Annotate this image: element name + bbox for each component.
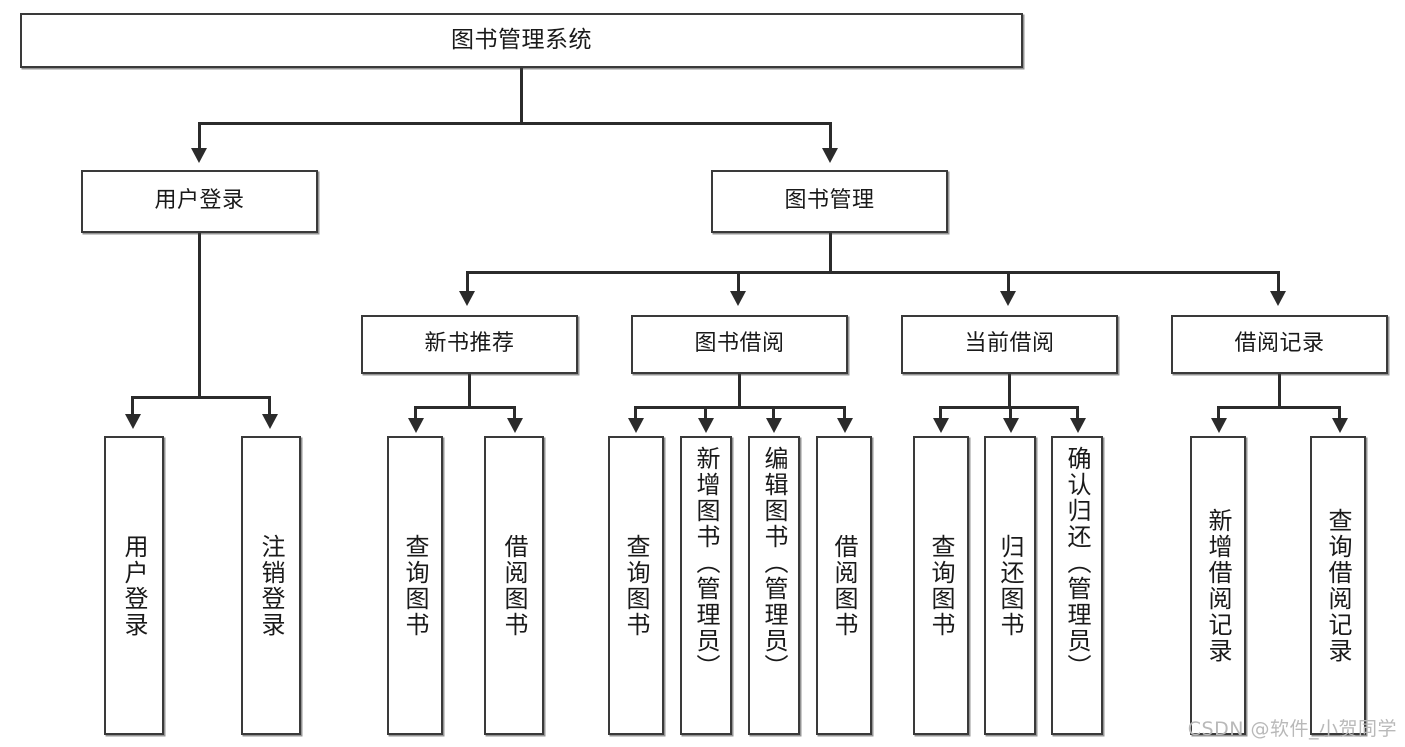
node-leaf-cb-return-book[interactable]: 归还图书 <box>984 436 1036 735</box>
node-book-management[interactable]: 图书管理 <box>711 170 948 233</box>
arrow-root-to-book-mgmt <box>822 148 838 163</box>
edge-user-login-bus <box>131 396 271 399</box>
edge-cb-to-query <box>939 406 942 420</box>
arrow-user-login-to-logout <box>262 414 278 429</box>
arrow-bb-to-add <box>698 418 714 433</box>
node-label: 查询图书 <box>622 533 650 638</box>
node-label: 图书管理 <box>784 188 875 214</box>
edge-borrow-record-bus <box>1217 406 1341 409</box>
arrow-nbr-to-query <box>408 418 424 433</box>
arrow-bb-to-query <box>628 418 644 433</box>
arrow-cb-to-return <box>1003 418 1019 433</box>
edge-to-new-book-rec <box>466 271 469 293</box>
node-leaf-cb-confirm-return-admin[interactable]: 确认归还（管理员） <box>1051 436 1103 735</box>
edge-new-book-rec-stem <box>468 374 471 408</box>
node-current-borrow[interactable]: 当前借阅 <box>901 315 1118 374</box>
arrow-to-book-borrow <box>730 291 746 306</box>
arrow-cb-to-confirm <box>1070 418 1086 433</box>
node-label: 查询借阅记录 <box>1324 507 1352 664</box>
node-book-borrow[interactable]: 图书借阅 <box>631 315 848 374</box>
node-label: 当前借阅 <box>964 331 1055 357</box>
edge-to-book-borrow <box>737 271 740 293</box>
node-leaf-user-login[interactable]: 用户登录 <box>104 436 164 735</box>
edge-book-mgmt-bus <box>466 271 1280 274</box>
edge-root-stem <box>520 68 523 122</box>
node-leaf-bb-add-book-admin[interactable]: 新增图书（管理员） <box>680 436 732 735</box>
node-label: 借阅记录 <box>1234 331 1325 357</box>
node-leaf-br-add-record[interactable]: 新增借阅记录 <box>1190 436 1246 735</box>
node-label: 新增借阅记录 <box>1204 507 1232 664</box>
watermark-text: CSDN @软件_小贺同学 <box>1187 718 1397 740</box>
node-leaf-bb-borrow-book[interactable]: 借阅图书 <box>816 436 872 735</box>
node-label: 借阅图书 <box>500 533 528 638</box>
node-leaf-bb-edit-book-admin[interactable]: 编辑图书（管理员） <box>748 436 800 735</box>
node-leaf-nbr-query-book[interactable]: 查询图书 <box>387 436 443 735</box>
edge-cb-to-confirm <box>1076 406 1079 420</box>
edge-to-current-borrow <box>1007 271 1010 293</box>
node-label: 图书管理系统 <box>451 26 592 53</box>
edge-book-borrow-stem <box>738 374 741 408</box>
node-label: 注销登录 <box>257 533 285 638</box>
edge-user-login-stem <box>198 233 201 396</box>
node-leaf-user-logout[interactable]: 注销登录 <box>241 436 301 735</box>
edge-bb-to-add <box>704 406 707 420</box>
edge-br-to-add <box>1217 406 1220 420</box>
edge-to-borrow-record <box>1277 271 1280 293</box>
node-label: 编辑图书（管理员） <box>760 446 788 680</box>
edge-bb-to-edit <box>772 406 775 420</box>
arrow-br-to-query <box>1332 418 1348 433</box>
arrow-cb-to-query <box>933 418 949 433</box>
node-leaf-bb-query-book[interactable]: 查询图书 <box>608 436 664 735</box>
node-label: 归还图书 <box>996 533 1024 638</box>
edge-root-to-book-mgmt <box>829 122 832 150</box>
edge-borrow-record-stem <box>1278 374 1281 408</box>
node-label: 图书借阅 <box>694 331 785 357</box>
node-label: 用户登录 <box>154 188 245 214</box>
edge-bb-to-borrow <box>843 406 846 420</box>
edge-root-bus <box>198 122 832 125</box>
node-leaf-br-query-record[interactable]: 查询借阅记录 <box>1310 436 1366 735</box>
edge-root-to-user-login <box>198 122 201 150</box>
node-label: 新书推荐 <box>424 331 515 357</box>
arrow-br-to-add <box>1211 418 1227 433</box>
arrow-bb-to-borrow <box>837 418 853 433</box>
edge-current-borrow-stem <box>1008 374 1011 408</box>
node-user-login[interactable]: 用户登录 <box>81 170 318 233</box>
edge-book-mgmt-stem <box>829 233 832 273</box>
node-leaf-nbr-borrow-book[interactable]: 借阅图书 <box>484 436 544 735</box>
edge-new-book-rec-bus <box>414 406 516 409</box>
node-label: 新增图书（管理员） <box>692 446 720 680</box>
edge-nbr-to-borrow <box>513 406 516 420</box>
arrow-to-current-borrow <box>1000 291 1016 306</box>
arrow-to-borrow-record <box>1270 291 1286 306</box>
node-leaf-cb-query-book[interactable]: 查询图书 <box>913 436 969 735</box>
arrow-nbr-to-borrow <box>507 418 523 433</box>
node-label: 确认归还（管理员） <box>1063 446 1091 680</box>
node-new-book-recommend[interactable]: 新书推荐 <box>361 315 578 374</box>
arrow-bb-to-edit <box>766 418 782 433</box>
edge-bb-to-query <box>634 406 637 420</box>
node-label: 借阅图书 <box>830 533 858 638</box>
node-label: 用户登录 <box>120 533 148 638</box>
node-label: 查询图书 <box>401 533 429 638</box>
node-label: 查询图书 <box>927 533 955 638</box>
edge-br-to-query <box>1338 406 1341 420</box>
arrow-root-to-user-login <box>191 148 207 163</box>
edge-user-login-to-login <box>131 396 134 416</box>
arrow-to-new-book-rec <box>459 291 475 306</box>
edge-cb-to-return <box>1009 406 1012 420</box>
node-borrow-record[interactable]: 借阅记录 <box>1171 315 1388 374</box>
edge-user-login-to-logout <box>268 396 271 416</box>
arrow-user-login-to-login <box>125 414 141 429</box>
edge-nbr-to-query <box>414 406 417 420</box>
edge-book-borrow-bus <box>634 406 846 409</box>
node-root-system[interactable]: 图书管理系统 <box>20 13 1023 68</box>
